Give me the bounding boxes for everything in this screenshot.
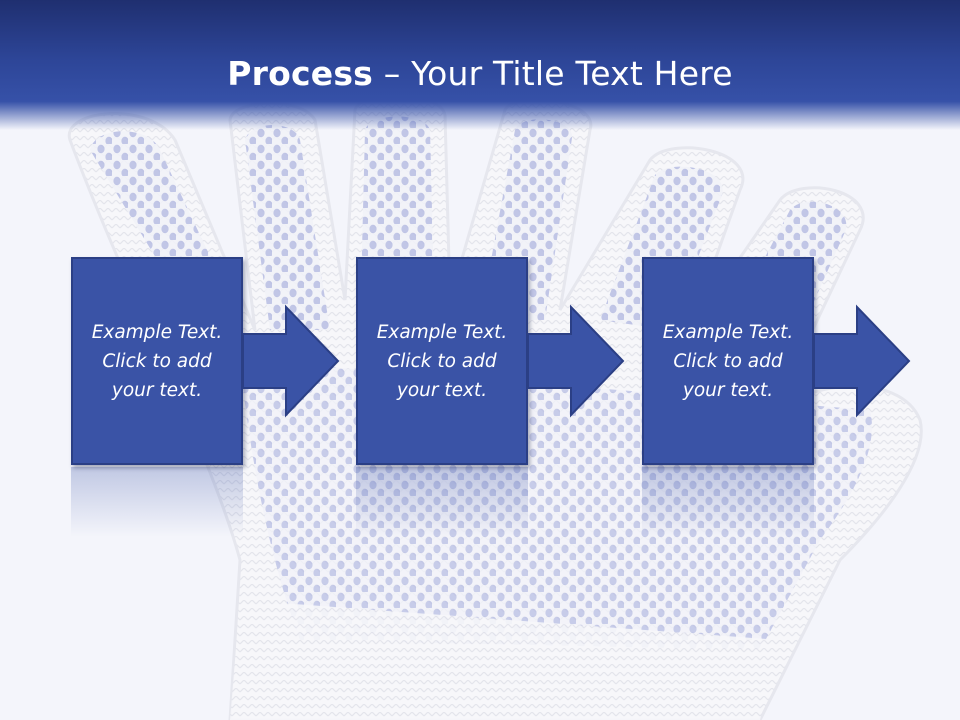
- step-3-line-1: Example Text.: [662, 321, 794, 343]
- slide-title[interactable]: Process – Your Title Text Here: [0, 52, 960, 96]
- step-3-text[interactable]: Example Text. Click to add your text.: [657, 318, 800, 405]
- step-2-line-2: Click to add: [387, 350, 497, 372]
- step-2-text[interactable]: Example Text. Click to add your text.: [371, 318, 514, 405]
- step-1-arrow-icon: [242, 304, 340, 418]
- title-rest-text: – Your Title Text Here: [373, 54, 733, 93]
- step-1-reflection: [71, 467, 243, 537]
- process-step-2[interactable]: Example Text. Click to add your text.: [356, 257, 528, 465]
- step-2-line-3: your text.: [396, 379, 488, 401]
- step-1-line-2: Click to add: [102, 350, 212, 372]
- step-1-line-3: your text.: [111, 379, 203, 401]
- step-3-reflection: [642, 467, 814, 537]
- step-3-arrow-icon: [813, 304, 911, 418]
- step-3-line-2: Click to add: [673, 350, 783, 372]
- step-1-line-1: Example Text.: [91, 321, 223, 343]
- step-2-reflection: [356, 467, 528, 537]
- process-step-1[interactable]: Example Text. Click to add your text.: [71, 257, 243, 465]
- title-bold-word: Process: [227, 54, 374, 93]
- step-1-text[interactable]: Example Text. Click to add your text.: [86, 318, 229, 405]
- step-2-arrow-icon: [527, 304, 625, 418]
- step-2-line-1: Example Text.: [376, 321, 508, 343]
- process-step-3[interactable]: Example Text. Click to add your text.: [642, 257, 814, 465]
- step-3-line-3: your text.: [682, 379, 774, 401]
- title-banner: [0, 0, 960, 130]
